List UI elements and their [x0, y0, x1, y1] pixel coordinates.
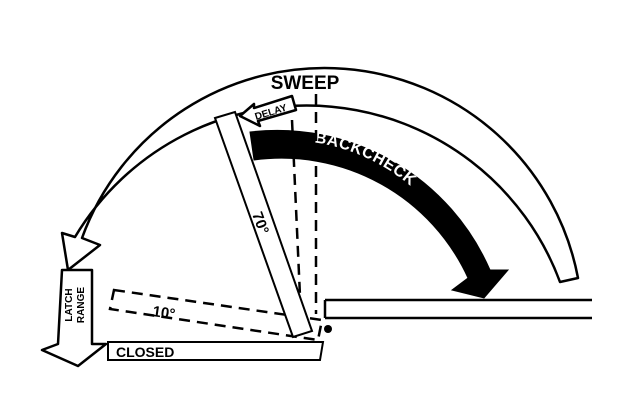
door-70-degree [213, 110, 314, 339]
angle-70-label: 70° [248, 210, 272, 237]
backcheck-arrow [249, 129, 510, 299]
closed-label: CLOSED [116, 344, 174, 360]
hinge-pivot [324, 325, 332, 333]
wall-frame [323, 298, 592, 320]
latch-range-arrow [40, 268, 108, 368]
door-closed [107, 341, 325, 361]
sweep-arrow [60, 66, 580, 284]
delay-arrow [238, 94, 298, 128]
sweep-label: SWEEP [271, 73, 340, 94]
dashed-line-left [290, 119, 303, 319]
range-label: RANGE [76, 287, 87, 323]
angle-10-label: 10° [151, 303, 176, 323]
latch-label: LATCH [64, 288, 75, 321]
